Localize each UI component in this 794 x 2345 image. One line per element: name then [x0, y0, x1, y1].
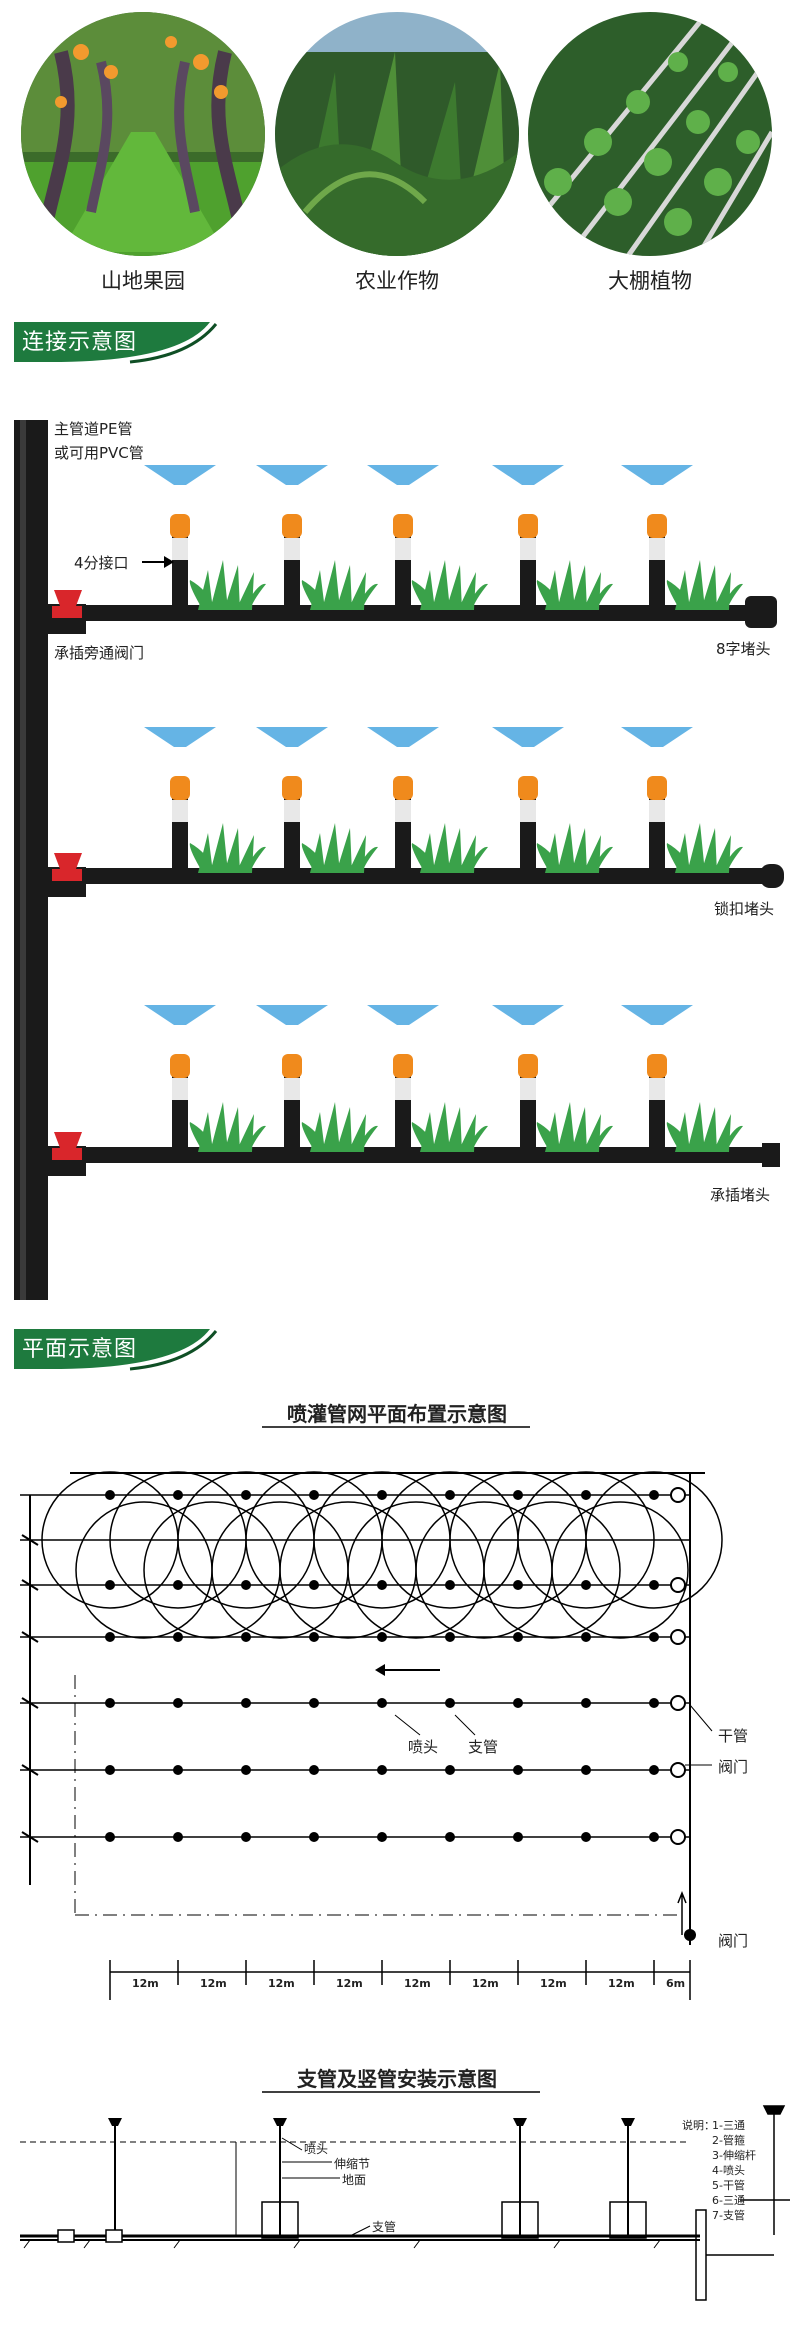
plan-label-trunk: 干管: [718, 1727, 749, 1745]
riser-boxes: [261, 2201, 647, 2239]
figure8-plug: [745, 596, 777, 628]
spacing-label: 6m: [666, 1977, 686, 1990]
section-tab-plan: 平面示意图: [10, 1325, 220, 1373]
valve-red: [48, 590, 86, 634]
main-pipe: [14, 420, 48, 1300]
tab-leaf-shape: [14, 1329, 218, 1371]
legend-title: 说明：: [682, 2119, 715, 2132]
legend-item: 4-喷头: [712, 2164, 745, 2177]
spacing-label: 12m: [472, 1977, 499, 1990]
plan-diagram: [20, 1426, 723, 2000]
pipe-row-2: [48, 727, 784, 897]
branch-lines: [20, 1494, 690, 1838]
install-legend: 说明： 1-三通 2-管箍 3-伸缩杆 4-喷头 5-干管 6-三通 7-支管: [682, 2118, 756, 2223]
plan-title: 喷灌管网平面布置示意图: [287, 1402, 507, 1426]
legend-item: 3-伸缩杆: [712, 2149, 756, 2162]
socket-plug: [762, 1143, 780, 1167]
scene-label-orchard: 山地果园: [101, 269, 185, 293]
label-end-socket: 承插堵头: [710, 1186, 771, 1204]
label-main-pipe-2: 或可用PVC管: [54, 444, 144, 462]
plan-label-valve-1: 阀门: [718, 1758, 749, 1776]
corn-field-image: [275, 12, 519, 256]
detail-drawing: [695, 2105, 790, 2301]
sprinkler-dots: [105, 1490, 659, 1842]
label-valve: 承插旁通阀门: [54, 644, 145, 662]
valve-symbols: [670, 1487, 686, 1845]
scene-label-greenhouse: 大棚植物: [608, 269, 692, 293]
spacing-label: 12m: [200, 1977, 227, 1990]
section-title-connection: 连接示意图: [22, 330, 138, 355]
ground-hatch: [23, 2239, 661, 2249]
section-tab-connection: 连接示意图: [10, 318, 220, 366]
legend-item: 6-三通: [712, 2194, 745, 2207]
legend-item: 7-支管: [712, 2209, 745, 2222]
plan-label-branch: 支管: [468, 1738, 499, 1756]
label-end-figure8: 8字堵头: [716, 640, 771, 658]
sprinkler-heads: [108, 2118, 635, 2126]
greenhouse-image: [528, 12, 772, 256]
legend-item: 2-管箍: [712, 2134, 745, 2147]
spacing-label: 12m: [404, 1977, 431, 1990]
scene-label-crops: 农业作物: [355, 269, 439, 293]
install-diagram: [20, 2091, 790, 2301]
install-label-telescopic: 伸缩节: [334, 2157, 371, 2171]
legend-item: 5-干管: [712, 2179, 745, 2192]
spacing-label: 12m: [268, 1977, 295, 1990]
plan-label-valve-2: 阀门: [718, 1932, 749, 1950]
left-dimension-ticks: [21, 1495, 39, 1885]
install-title: 支管及竖管安装示意图: [297, 2067, 497, 2091]
spacing-label: 12m: [132, 1977, 159, 1990]
spacing-label: 12m: [336, 1977, 363, 1990]
risers: [114, 2126, 629, 2236]
connection-diagram: [14, 420, 784, 1300]
pipe-row-1: [48, 465, 777, 634]
install-label-branch: 支管: [372, 2220, 397, 2234]
lock-plug: [760, 864, 784, 888]
label-main-pipe-1: 主管道PE管: [54, 420, 133, 438]
section-title-plan: 平面示意图: [22, 1337, 138, 1362]
orchard-image: [21, 12, 265, 256]
tab-leaf-shape: [14, 322, 218, 364]
legend-item: 1-三通: [712, 2119, 745, 2132]
spacing-label: 12m: [608, 1977, 635, 1990]
label-end-lock: 锁扣堵头: [714, 900, 775, 918]
label-port: 4分接口: [74, 554, 129, 572]
plan-label-sprinkler: 喷头: [408, 1738, 439, 1756]
install-label-ground: 地面: [342, 2173, 367, 2187]
spacing-label: 12m: [540, 1977, 567, 1990]
install-label-nozzle: 喷头: [304, 2142, 329, 2156]
pipe-row-3: [48, 1005, 780, 1176]
